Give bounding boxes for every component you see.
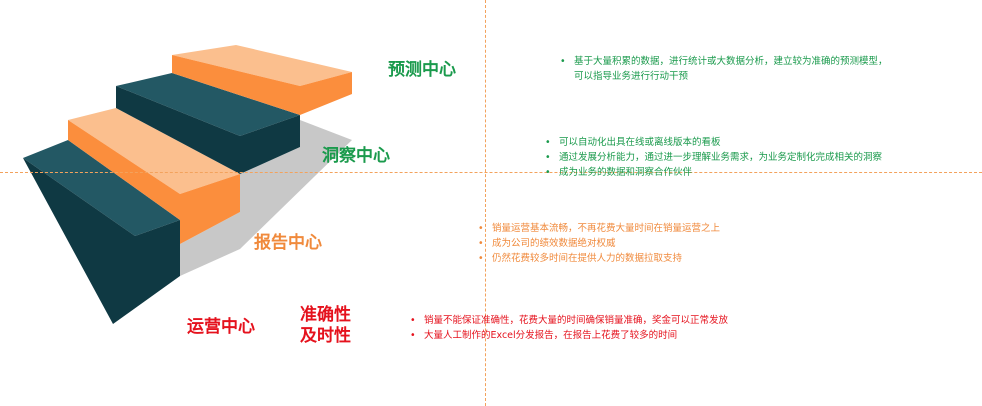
bullet-text: 基于大量积累的数据，进行统计或大数据分析，建立较为准确的预测模型，可以指导业务进…: [574, 56, 888, 82]
bullet-item: • 大量人工制作的Excel分发报告，在报告上花费了较多的时间: [410, 328, 728, 343]
bullet-item: • 可以自动化出具在线或离线版本的看板: [545, 135, 882, 150]
bullet-dot: •: [410, 330, 416, 341]
ops-bullets: • 销量不能保证准确性，花费大量的时间确保销量准确，奖金可以正常发放 • 大量人工制…: [410, 313, 728, 343]
stage-label-ops: 运营中心: [187, 317, 255, 337]
bullet-dot: •: [478, 253, 484, 264]
stage-label-report: 报告中心: [254, 233, 322, 253]
insight-bullets: • 可以自动化出具在线或离线版本的看板 • 通过发展分析能力，通过进一步理解业务需求…: [545, 135, 882, 180]
bullet-text: 仍然花费较多时间在提供人力的数据拉取支持: [492, 253, 683, 264]
bullet-text: 大量人工制作的Excel分发报告，在报告上花费了较多的时间: [424, 330, 678, 341]
bullet-dot: •: [545, 167, 551, 178]
bullet-item: • 仍然花费较多时间在提供人力的数据拉取支持: [478, 251, 720, 266]
bullet-text: 销量不能保证准确性，花费大量的时间确保销量准确，奖金可以正常发放: [424, 315, 729, 326]
bullet-item: • 成为公司的绩效数据绝对权威: [478, 236, 720, 251]
stage-label-insight: 洞察中心: [322, 146, 390, 166]
stair-shadow: [180, 120, 352, 276]
bullet-dot: •: [478, 238, 484, 249]
bullet-text: 通过发展分析能力，通过进一步理解业务需求，为业务定制化完成相关的洞察: [559, 152, 883, 163]
step-2-side: [68, 120, 240, 244]
accuracy-timeliness-label: 准确性及时性: [300, 305, 351, 346]
bullet-dot: •: [478, 223, 484, 234]
bullet-text: 成为业务的数据和洞察合作伙伴: [559, 167, 693, 178]
bullet-text: 可以自动化出具在线或离线版本的看板: [559, 137, 721, 148]
bullet-dot: •: [545, 137, 551, 148]
report-bullets: • 销量运营基本流畅，不再花费大量时间在销量运营之上 • 成为公司的绩效数据绝对权威…: [478, 221, 720, 266]
bullet-item: • 销量不能保证准确性，花费大量的时间确保销量准确，奖金可以正常发放: [410, 313, 728, 328]
vertical-guide-line: [485, 0, 486, 406]
step-3-top: [116, 73, 300, 136]
horizontal-guide-line: [0, 172, 982, 173]
bullet-dot: •: [560, 56, 566, 67]
bullet-dot: •: [410, 315, 416, 326]
bullet-text: 成为公司的绩效数据绝对权威: [492, 238, 616, 249]
step-4-top: [172, 45, 352, 86]
bullet-item: • 基于大量积累的数据，进行统计或大数据分析，建立较为准确的预测模型，可以指导业务…: [560, 54, 894, 84]
step-1-side: [23, 158, 180, 324]
bullet-item: • 成为业务的数据和洞察合作伙伴: [545, 165, 882, 180]
predict-bullets: • 基于大量积累的数据，进行统计或大数据分析，建立较为准确的预测模型，可以指导业务…: [560, 54, 894, 84]
bullet-text: 销量运营基本流畅，不再花费大量时间在销量运营之上: [492, 223, 721, 234]
bullet-item: • 通过发展分析能力，通过进一步理解业务需求，为业务定制化完成相关的洞察: [545, 150, 882, 165]
bullet-item: • 销量运营基本流畅，不再花费大量时间在销量运营之上: [478, 221, 720, 236]
step-4-side: [172, 55, 352, 115]
bullet-dot: •: [545, 152, 551, 163]
step-3-side: [116, 86, 300, 174]
step-1-top: [23, 140, 180, 236]
stage-label-predict: 预测中心: [388, 60, 456, 80]
